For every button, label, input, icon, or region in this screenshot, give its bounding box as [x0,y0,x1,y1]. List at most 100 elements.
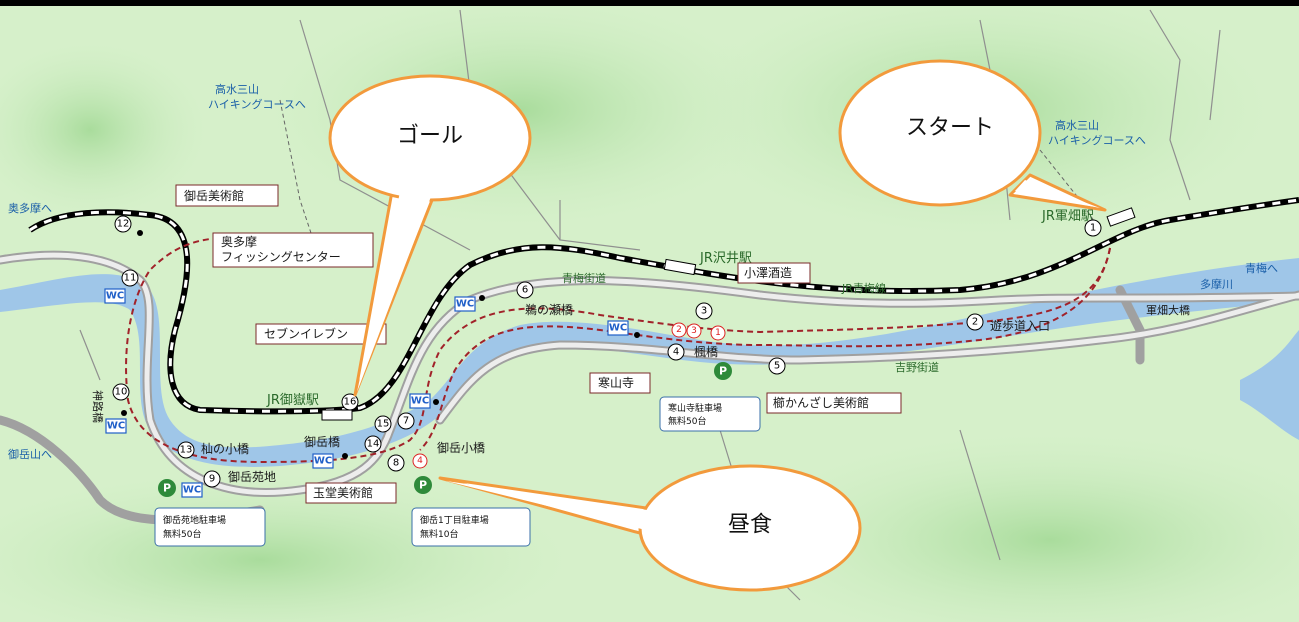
point-marker-15: 15 [374,415,392,433]
point-marker-7: 7 [397,412,415,430]
jr-ikusabata-label: JR軍畑駅 [1041,209,1094,224]
svg-text:4: 4 [673,347,679,358]
svg-text:御岳美術館: 御岳美術館 [184,188,244,203]
box-ozawa-sake: 小澤酒造 [737,262,811,284]
callout-lunch: 昼食 [438,464,862,592]
mitake-bashi-label: 御岳橋 [304,434,340,449]
svg-text:15: 15 [377,419,390,430]
ikusabata-ohashi-label: 軍畑大橋 [1146,303,1190,317]
takamizu-right-label-2: ハイキングコースへ [1048,133,1146,147]
svg-text:奥多摩: 奥多摩 [221,234,257,249]
red-marker-2: 2 [671,322,687,338]
svg-text:寒山寺駐車場: 寒山寺駐車場 [668,402,722,414]
svg-text:昼食: 昼食 [728,513,772,538]
point-marker-4: 4 [667,343,685,361]
point-marker-6: 6 [516,281,534,299]
svg-text:WC: WC [314,456,332,467]
svg-text:16: 16 [344,397,357,408]
point-marker-3: 3 [695,302,713,320]
svg-text:7: 7 [403,416,409,427]
svg-text:セブンイレブン: セブンイレブン [264,326,348,341]
svg-text:12: 12 [117,219,130,230]
wc-icon: WC [105,418,127,434]
svg-text:2: 2 [676,325,682,335]
svg-text:WC: WC [456,299,474,310]
svg-text:14: 14 [367,439,380,450]
yuhodo-entrance-label: 遊歩道入口 [990,318,1050,333]
wc-icon: WC [104,288,126,304]
svg-text:3: 3 [691,326,697,336]
svg-text:ゴール: ゴール [397,124,463,149]
jr-mitake-label: JR御嶽駅 [266,393,319,408]
point-marker-9: 9 [203,470,221,488]
red-marker-4: 4 [412,453,428,469]
point-marker-8: 8 [387,454,405,472]
wc-icon: WC [454,296,476,312]
svg-text:1: 1 [715,328,721,338]
takamizu-left-label: 高水三山 [215,82,259,96]
tamagawa-label: 多摩川 [1200,277,1233,291]
red-marker-3: 3 [686,323,702,339]
box-kanzanji: 寒山寺 [589,372,651,394]
kamiro-bashi-label: 神路橋 [91,390,105,423]
point-marker-16: 16 [341,393,359,411]
wc-icon: WC [312,453,334,469]
takamizu-right-label: 高水三山 [1055,118,1099,132]
svg-text:11: 11 [124,273,137,284]
svg-text:御岳苑地駐車場: 御岳苑地駐車場 [163,514,226,526]
mitakesan-direction-label: 御岳山へ [8,447,52,461]
point-marker-1: 1 [1084,219,1102,237]
point-marker-14: 14 [364,435,382,453]
svg-text:WC: WC [609,323,627,334]
svg-text:P: P [163,482,171,495]
svg-text:フィッシングセンター: フィッシングセンター [221,250,341,264]
callout-goal: ゴール [328,74,532,397]
takamizu-left-label-2: ハイキングコースへ [208,97,306,111]
point-marker-5: 5 [768,357,786,375]
svg-text:WC: WC [411,396,429,407]
box-mitake-museum: 御岳美術館 [175,184,279,207]
svg-text:無料50台: 無料50台 [668,415,706,427]
svg-text:3: 3 [701,306,707,317]
jr-sawai-label: JR沢井駅 [699,251,752,266]
point-marker-12: 12 [114,215,132,233]
svg-text:10: 10 [115,387,128,398]
svg-text:6: 6 [522,285,528,296]
svg-text:御岳1丁目駐車場: 御岳1丁目駐車場 [420,514,489,526]
svg-text:1: 1 [1090,223,1096,234]
svg-text:5: 5 [774,361,780,372]
box-seven-eleven: セブンイレブン [255,323,387,345]
walking-route [125,237,1111,464]
unose-bashi-label: 鵜の瀬橋 [525,303,573,317]
station-mitake-marker [321,409,353,421]
svg-text:9: 9 [209,474,215,485]
parking-icon: P [414,476,432,494]
svg-text:P: P [719,365,727,378]
svg-text:4: 4 [417,456,423,466]
svg-text:WC: WC [107,421,125,432]
yoshino-kaido-label: 吉野街道 [895,360,939,374]
mitake-enchi-label: 御岳苑地 [228,469,276,484]
parking-icon: P [714,362,732,380]
kaede-bashi-label: 楓橋 [694,344,718,359]
point-marker-13: 13 [177,441,195,459]
svg-text:無料10台: 無料10台 [420,528,458,540]
point-marker-11: 11 [121,269,139,287]
svg-text:櫛かんざし美術館: 櫛かんざし美術館 [773,395,869,410]
okutama-direction-label: 奥多摩へ [8,201,52,215]
point-marker-10: 10 [112,383,130,401]
wc-icon: WC [181,482,203,498]
ome-kaido-label: 青梅街道 [562,271,606,285]
wc-icon: WC [607,320,629,336]
svg-text:WC: WC [106,291,124,302]
callout-start: スタート [838,59,1107,212]
somanokobashi-label: 杣の小橋 [201,442,249,456]
station-ikusabata-marker [1106,207,1136,227]
parking-icon: P [158,479,176,497]
svg-text:8: 8 [393,458,399,469]
